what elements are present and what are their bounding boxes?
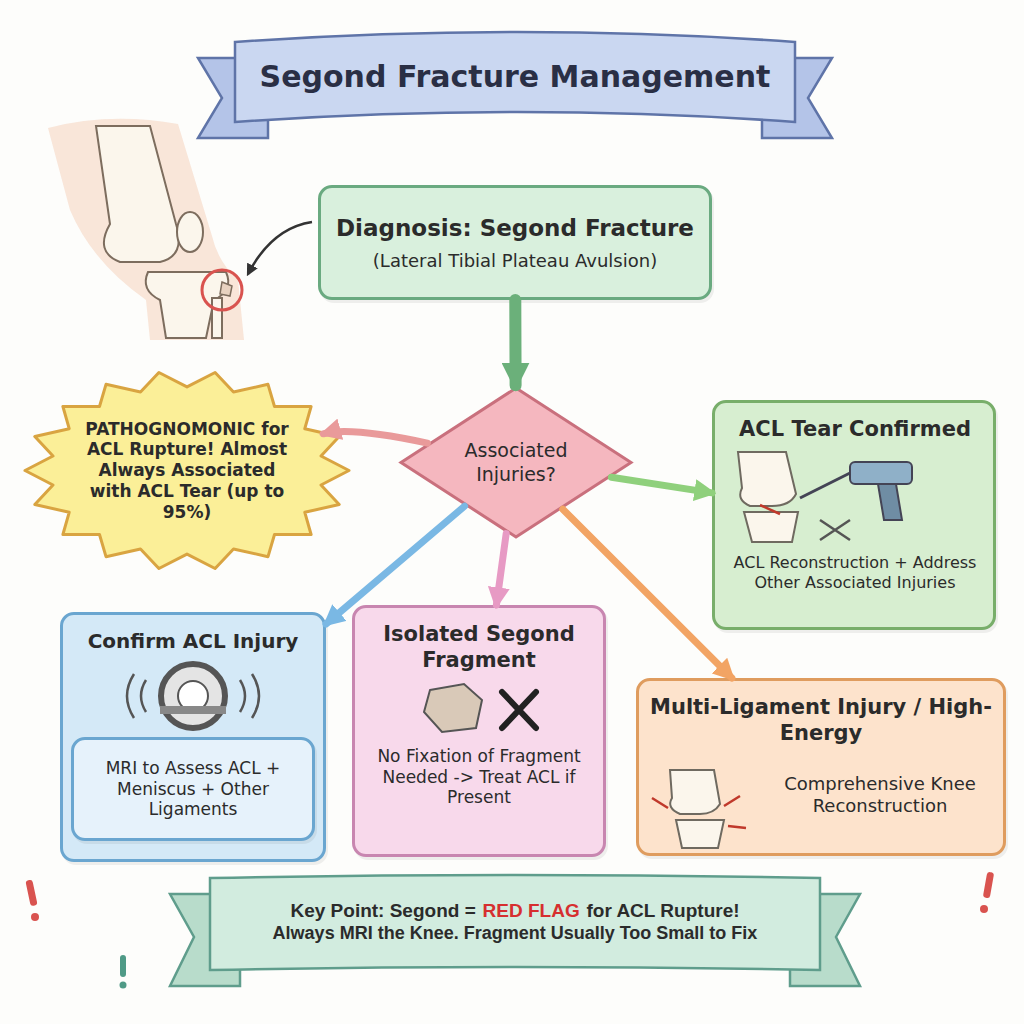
- patella-bone: [177, 212, 203, 252]
- process-box: Isolated Segond Fragment No Fixation of F…: [352, 605, 606, 857]
- exclamation-dot: [120, 982, 127, 989]
- box-text: PATHOGNOMONIC for ACL Rupture! Almost Al…: [85, 419, 290, 523]
- avulsion-fragment: [220, 282, 232, 296]
- pointer-arrow: [248, 222, 312, 274]
- ribbon-band: [210, 875, 820, 970]
- box-text: (Lateral Tibial Plateau Avulsion): [325, 250, 705, 272]
- ribbon-band: [235, 32, 795, 122]
- text-line: Key Point: Segond = RED FLAG for ACL Ruptu…: [287, 899, 743, 922]
- key-point-ribbon: Key Point: Segond = RED FLAG for ACL Ruptu…: [170, 872, 860, 990]
- diamond-shape: [401, 388, 631, 537]
- exclamation-dot: [31, 913, 39, 921]
- box-heading: ACL Tear Confirmed: [721, 417, 989, 443]
- exclamation-mark: [983, 872, 994, 899]
- box-text: Comprehensive Knee Reconstruction: [765, 773, 995, 817]
- fibula-bone: [212, 298, 222, 338]
- flow-arrow: [509, 300, 521, 385]
- process-box: Confirm ACL InjuryMRI to Assess ACL + Me…: [60, 612, 326, 862]
- exclamation-dot: [980, 905, 988, 913]
- box-text: Confirm ACL Injury: [65, 629, 321, 653]
- flow-arrow: [611, 477, 712, 493]
- text-line: Always MRI the Knee. Fragment Usually To…: [269, 923, 760, 945]
- femur-bone: [96, 126, 179, 262]
- tibia-bone: [146, 272, 229, 338]
- process-box: ACL Tear ConfirmedACL Reconstruction + A…: [712, 400, 996, 630]
- box-text: ACL Reconstruction + Address Other Assoc…: [723, 553, 987, 592]
- exclamation-mark: [120, 955, 126, 977]
- starburst-shape: [25, 373, 349, 569]
- decision-diamond: Associated Injuries?: [398, 385, 634, 540]
- box-text: MRI to Assess ACL + Meniscus + Other Lig…: [79, 758, 307, 820]
- key-point-text: for ACL Rupture!: [586, 900, 739, 921]
- process-box: Multi-Ligament Injury / High-EnergyCompr…: [636, 678, 1006, 856]
- key-point-text: Key Point: Segond =: [290, 900, 475, 921]
- pathognomonic-burst: PATHOGNOMONIC for ACL Rupture! Almost Al…: [22, 368, 352, 573]
- exclamation-mark: [25, 879, 37, 906]
- box-text: Associated Injuries?: [451, 439, 581, 485]
- box-heading: Diagnosis: Segond Fracture: [325, 214, 705, 242]
- leg-skin: [48, 119, 244, 340]
- box-heading: Isolated Segond Fragment: [361, 622, 597, 673]
- inner-box: MRI to Assess ACL + Meniscus + Other Lig…: [71, 737, 315, 841]
- box-text: No Fixation of Fragment Needed -> Treat …: [361, 746, 597, 808]
- diagnosis-box: Diagnosis: Segond Fracture (Lateral Tibia…: [318, 185, 712, 300]
- box-heading: Multi-Ligament Injury / High-Energy: [649, 695, 993, 746]
- key-point-text: RED FLAG: [483, 900, 580, 921]
- flow-arrow: [496, 534, 506, 605]
- fracture-circle: [202, 270, 242, 310]
- title-text: Segond Fracture Management: [240, 48, 790, 104]
- key-point-text: Always MRI the Knee. Fragment Usually To…: [273, 923, 758, 945]
